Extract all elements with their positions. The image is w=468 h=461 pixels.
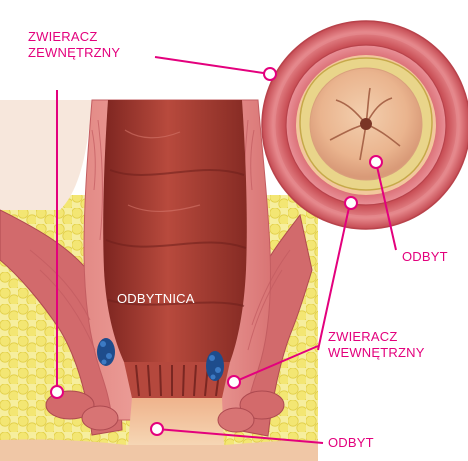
- pointer-dot-internal-bottom: [228, 376, 240, 388]
- pointer-dot-external-bottom: [51, 386, 63, 398]
- rectal-lumen: [103, 100, 247, 362]
- pointer-dot-internal-top: [345, 197, 357, 209]
- label-internal-sphincter-line2: WEWNĘTRZNY: [328, 345, 425, 361]
- label-external-sphincter-line2: ZEWNĘTRZNY: [28, 45, 120, 61]
- anal-cross-section: [262, 21, 468, 229]
- anal-canal: [128, 398, 224, 445]
- label-internal-sphincter-line1: ZWIERACZ: [328, 329, 397, 345]
- pointer-dot-anus-bottom: [151, 423, 163, 435]
- label-rectum: ODBYTNICA: [117, 291, 195, 307]
- pointer-dot-external-top: [264, 68, 276, 80]
- label-external-sphincter-line1: ZWIERACZ: [28, 29, 97, 45]
- pointer-dot-anus-top: [370, 156, 382, 168]
- pelvic-tissue: [0, 100, 92, 210]
- label-anus-bottom: ODBYT: [328, 435, 374, 451]
- hemorrhoidal-plexus-right: [206, 351, 224, 381]
- hemorrhoidal-plexus-left: [97, 338, 115, 366]
- label-anus-top: ODBYT: [402, 249, 448, 265]
